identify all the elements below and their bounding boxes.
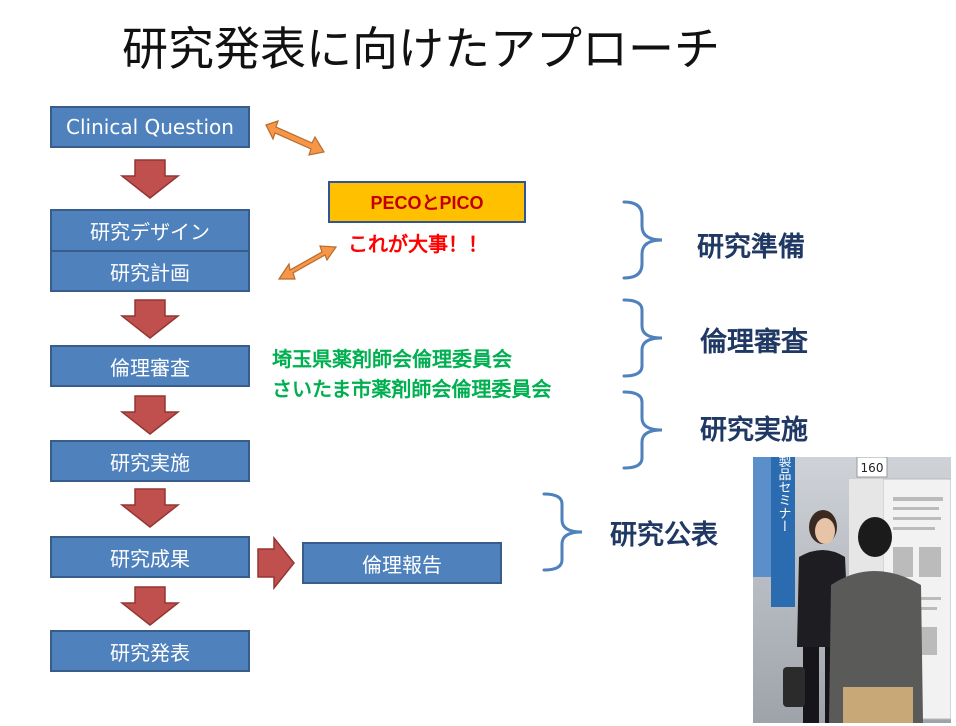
down-arrow-icon [119,488,181,528]
research-plan-box: 研究計画 [50,250,250,292]
research-results-box: 研究成果 [50,536,250,578]
clinical-question-box: Clinical Question [50,106,250,148]
ethics-committee-1: 埼玉県薬剤師会倫理委員会 [272,347,512,371]
bracket-implementation [622,390,663,470]
research-implementation-box: 研究実施 [50,440,250,482]
down-arrow-icon [119,159,181,199]
down-arrow-icon [119,299,181,339]
bracket-preparation [622,200,663,280]
research-design-box: 研究デザイン [50,209,250,252]
down-arrow-icon [119,395,181,435]
ethics-report-box: 倫理報告 [302,542,502,584]
phase-implementation: 研究実施 [700,415,808,446]
double-arrow-icon [277,245,338,280]
important-note: これが大事！！ [348,232,488,256]
peco-pico-box: PECOとPICO [328,181,526,223]
double-arrow-icon [265,120,325,156]
right-arrow-icon [257,535,295,591]
phase-preparation: 研究準備 [697,232,805,263]
phase-publication: 研究公表 [610,520,718,551]
bracket-publication [542,492,583,572]
banner-text: 新製品セミナー [776,457,792,533]
research-presentation-box: 研究発表 [50,630,250,672]
ethics-review-box: 倫理審査 [50,345,250,387]
slide-title: 研究発表に向けたアプローチ [122,22,720,76]
bracket-review [622,298,663,378]
ethics-committee-2: さいたま市薬剤師会倫理委員会 [272,377,552,401]
booth-number: 160 [861,461,884,475]
phase-review: 倫理審査 [700,327,808,358]
poster-session-photo: 新製品セミナー 160 [753,457,951,723]
down-arrow-icon [119,586,181,626]
